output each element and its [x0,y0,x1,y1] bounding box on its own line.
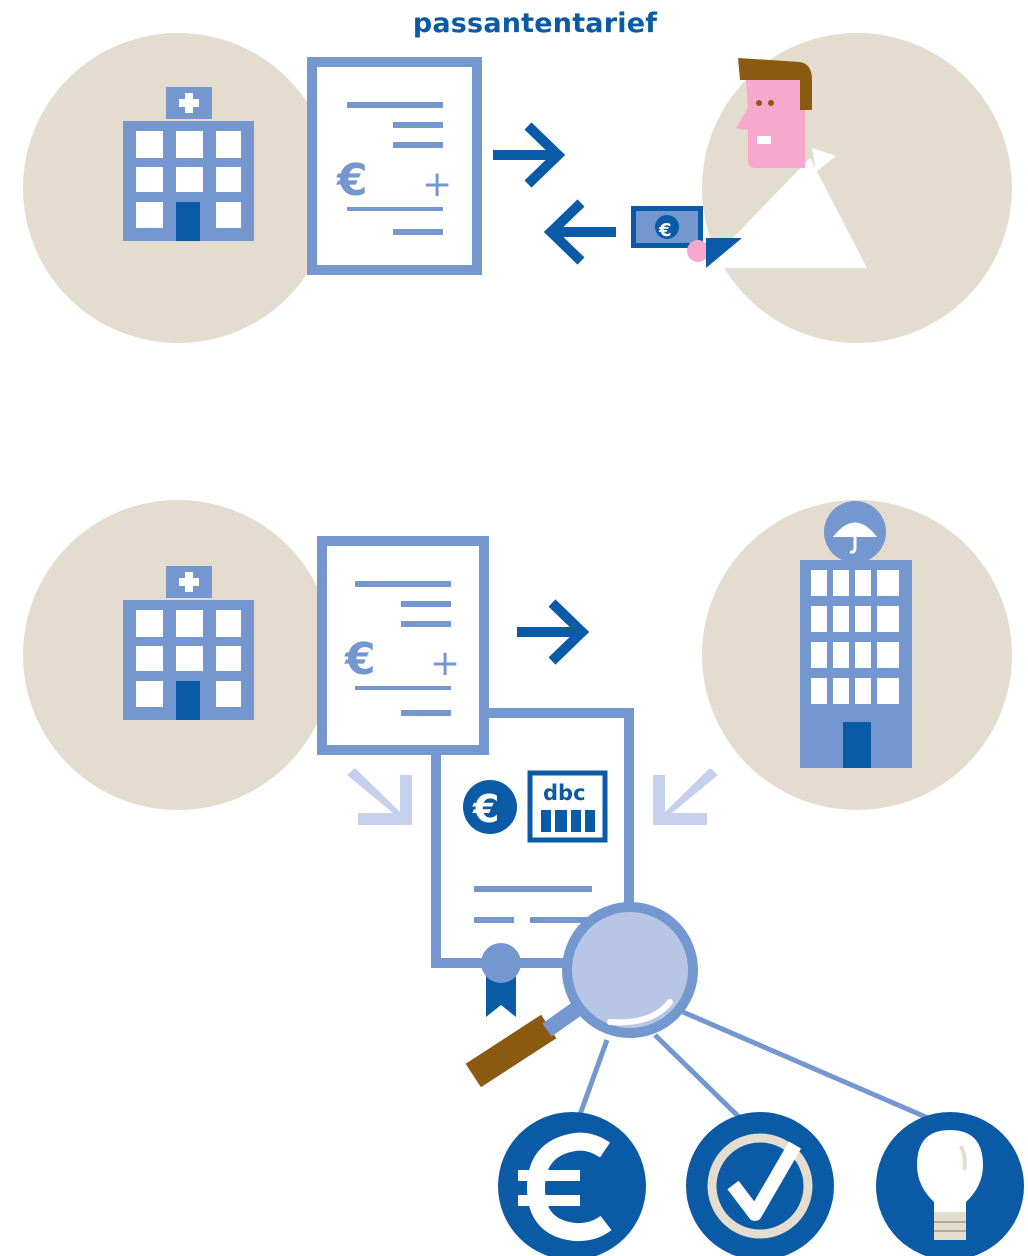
dbc-label: dbc [543,781,586,805]
invoice-document-bottom: € + [317,536,489,755]
plus-symbol-bottom: + [430,643,460,684]
arrow-down-right-icon [347,768,412,825]
arrow-left-icon-top [543,199,616,265]
invoice-document-top: € + [307,57,482,275]
insurer-building-icon [800,501,912,768]
plus-symbol-top: + [422,164,452,205]
hospital-icon-top [123,87,254,241]
certificate-euro-icon: € [472,787,499,831]
patient-figure: € [631,58,867,268]
lightbulb-circle-icon [876,1112,1024,1256]
title-passantentarief: passantentarief [412,8,658,39]
checkmark-circle-icon [686,1112,834,1256]
bill-euro-icon: € [658,220,672,241]
euro-circle-icon [498,1112,646,1256]
euro-symbol-bottom: € [344,634,376,685]
euro-symbol-top: € [336,155,368,206]
arrow-down-left-icon [653,768,718,825]
arrow-right-icon-bottom [517,599,590,665]
connector-lines [575,1009,929,1121]
hospital-icon-bottom [123,566,254,720]
magnifier-icon [465,902,698,1088]
arrow-right-icon-top [493,122,566,188]
